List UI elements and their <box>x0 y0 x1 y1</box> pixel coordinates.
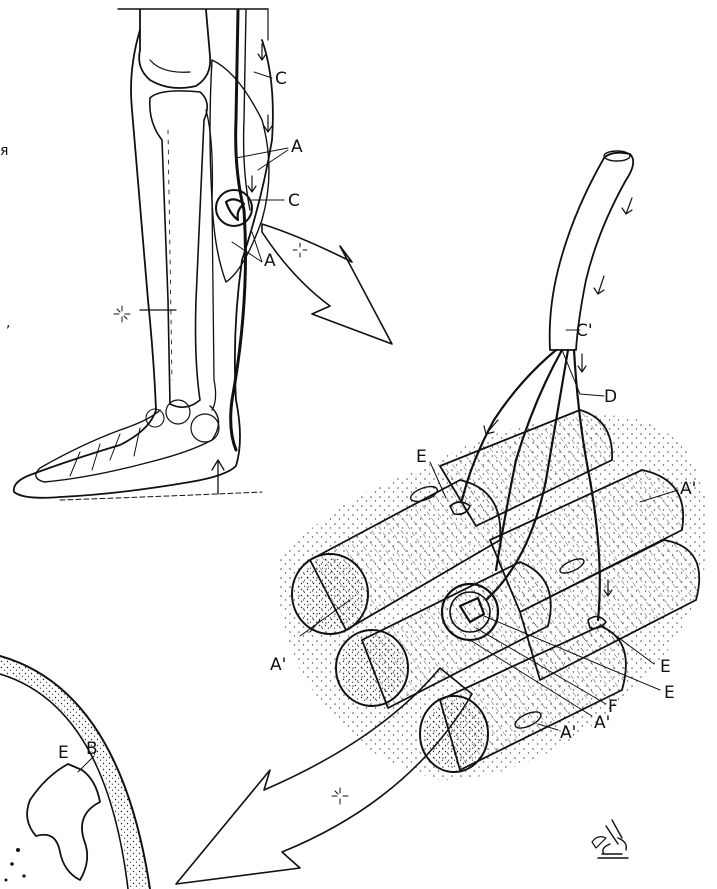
ground-line <box>60 492 262 500</box>
sparkle-icon <box>114 306 130 322</box>
talus-bone <box>166 400 190 424</box>
leader-d <box>562 350 604 396</box>
closeup-ring-stipple <box>0 656 150 889</box>
vesicle-2 <box>10 862 14 866</box>
sparkle-icon-2 <box>293 243 307 257</box>
label-a-left: A' <box>270 655 286 675</box>
label-a-bottom: A' <box>560 723 576 743</box>
calf-muscle <box>210 60 269 282</box>
knee-joint-line <box>150 60 190 72</box>
label-a-top: A' <box>680 479 696 499</box>
nerve-arrow-2 <box>264 115 272 132</box>
tibia-bone <box>150 91 207 407</box>
calcaneus-bone <box>191 414 219 442</box>
label-c-upper: C <box>275 69 287 89</box>
leg-drawing: C A C A <box>14 9 303 500</box>
vesicle-1 <box>16 848 20 852</box>
nerve-c-sheath <box>244 10 250 210</box>
label-e-right: E <box>660 657 671 677</box>
leg-outline <box>14 30 273 498</box>
fiber-bottom-end-stipple <box>424 700 484 768</box>
vesicle-4 <box>5 879 8 882</box>
vesicle-3 <box>22 874 25 877</box>
label-a-lower: A <box>264 251 276 271</box>
nerve-arrow-3 <box>248 176 256 192</box>
femur-bone <box>139 10 210 88</box>
muscle-bundle: E A' A' E E F A' A' <box>270 410 708 780</box>
magnify-junction <box>226 199 244 220</box>
label-closeup-b: B <box>86 739 98 759</box>
fiber-mid-end-stipple <box>340 634 404 702</box>
label-e-top: E <box>416 447 427 467</box>
closeup-membrane <box>27 764 100 880</box>
microscope-icon <box>592 820 628 858</box>
closeup-drawing: E B <box>0 656 150 889</box>
label-a-f: A' <box>594 713 610 733</box>
label-c-prime: C' <box>576 321 593 341</box>
foot-bones <box>36 406 219 482</box>
trunk-arrow-1 <box>622 198 632 214</box>
fiber-left-end-stipple <box>296 558 364 630</box>
label-d: D <box>604 387 617 407</box>
label-a-upper: A <box>291 137 303 157</box>
trunk-arrow-2 <box>594 276 604 294</box>
label-c-lower: C <box>288 191 300 211</box>
label-e-mid: E <box>664 683 675 703</box>
label-closeup-e: E <box>58 743 69 763</box>
magnify-circle <box>216 190 252 226</box>
edge-comma: , <box>6 315 10 331</box>
big-arrow-icon <box>262 224 392 344</box>
edge-letter: я <box>0 143 8 159</box>
sparkle-icon-3 <box>332 788 348 804</box>
trunk-arrow-3 <box>578 354 586 372</box>
